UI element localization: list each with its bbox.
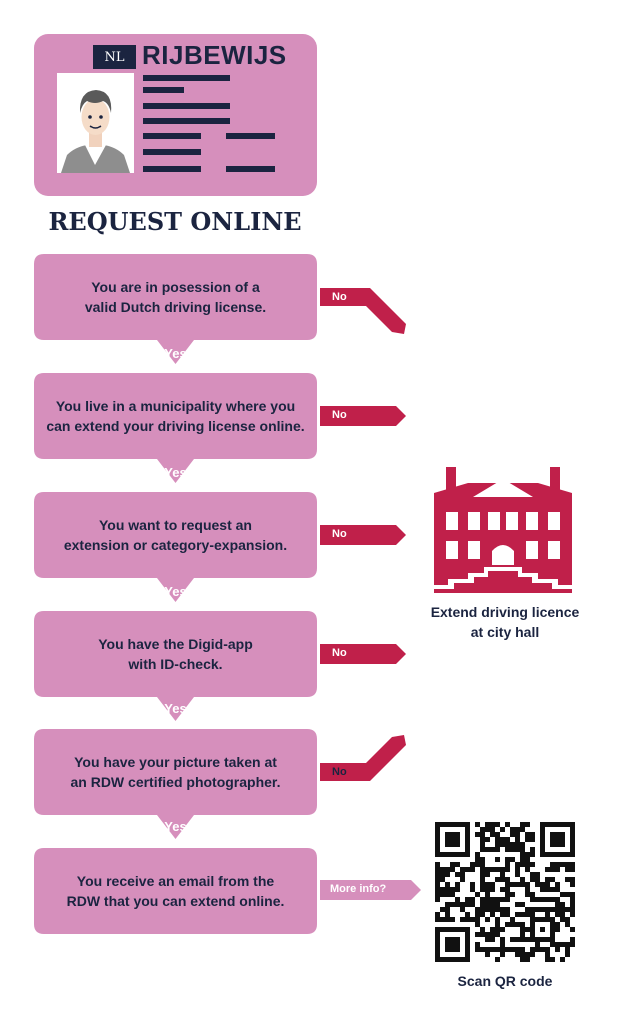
yes-label: Yes — [164, 346, 187, 361]
step-text: You have the Digid-app with ID-check. — [98, 636, 253, 672]
flow-step: You want to request an extension or cate… — [34, 492, 317, 602]
city-hall-caption: Extend driving licence at city hall — [430, 604, 580, 640]
flow-step: You have the Digid-app with ID-check. Ye… — [34, 611, 317, 721]
yes-label: Yes — [164, 465, 187, 480]
flow-step: You have your picture taken at an RDW ce… — [34, 729, 317, 839]
card-text-line — [143, 149, 201, 155]
card-text-line — [143, 118, 230, 124]
yes-label: Yes — [164, 701, 187, 716]
license-title: RIJBEWIJS — [142, 40, 287, 70]
no-arrow: No — [320, 406, 410, 426]
card-text-line — [143, 166, 201, 172]
page-title: REQUEST ONLINE — [48, 207, 302, 236]
portrait-icon — [57, 73, 134, 173]
no-label: No — [332, 528, 347, 540]
card-text-line — [143, 103, 230, 109]
yes-label: Yes — [164, 584, 187, 599]
no-label: No — [332, 291, 347, 303]
card-text-line — [226, 166, 275, 172]
yes-label: Yes — [164, 819, 187, 834]
step-text: You live in a municipality where you can… — [46, 398, 305, 434]
no-arrow: No — [320, 731, 410, 783]
no-arrow: No — [320, 288, 410, 338]
no-label: No — [332, 409, 347, 421]
step-box — [34, 729, 317, 839]
flow-step: You receive an email from the RDW that y… — [34, 848, 317, 934]
step-text: You want to request an extension or cate… — [63, 517, 288, 553]
city-hall-icon — [428, 465, 578, 595]
flow-step: You are in posession of a valid Dutch dr… — [34, 254, 317, 364]
country-code-badge: NL — [93, 45, 136, 69]
card-text-line — [143, 87, 184, 93]
more-info-label: More info? — [330, 883, 387, 895]
step-text: You are in posession of a valid Dutch dr… — [84, 279, 267, 315]
card-text-line — [143, 133, 201, 139]
step-box — [34, 373, 317, 483]
step-box — [34, 848, 317, 934]
step-box — [34, 492, 317, 602]
step-box — [34, 611, 317, 721]
qr-code-icon[interactable] — [435, 822, 575, 962]
step-text: You have your picture taken at an RDW ce… — [70, 754, 281, 790]
flow-step: You live in a municipality where you can… — [34, 373, 317, 483]
no-arrow: No — [320, 644, 410, 664]
card-text-line — [226, 133, 275, 139]
no-label: No — [332, 647, 347, 659]
no-label: No — [332, 766, 347, 778]
more-info-arrow[interactable]: More info? — [320, 880, 425, 900]
step-text: You receive an email from the RDW that y… — [66, 873, 285, 909]
qr-caption: Scan QR code — [457, 973, 553, 989]
no-arrow: No — [320, 525, 410, 545]
card-text-line — [143, 75, 230, 81]
step-box — [34, 254, 317, 364]
